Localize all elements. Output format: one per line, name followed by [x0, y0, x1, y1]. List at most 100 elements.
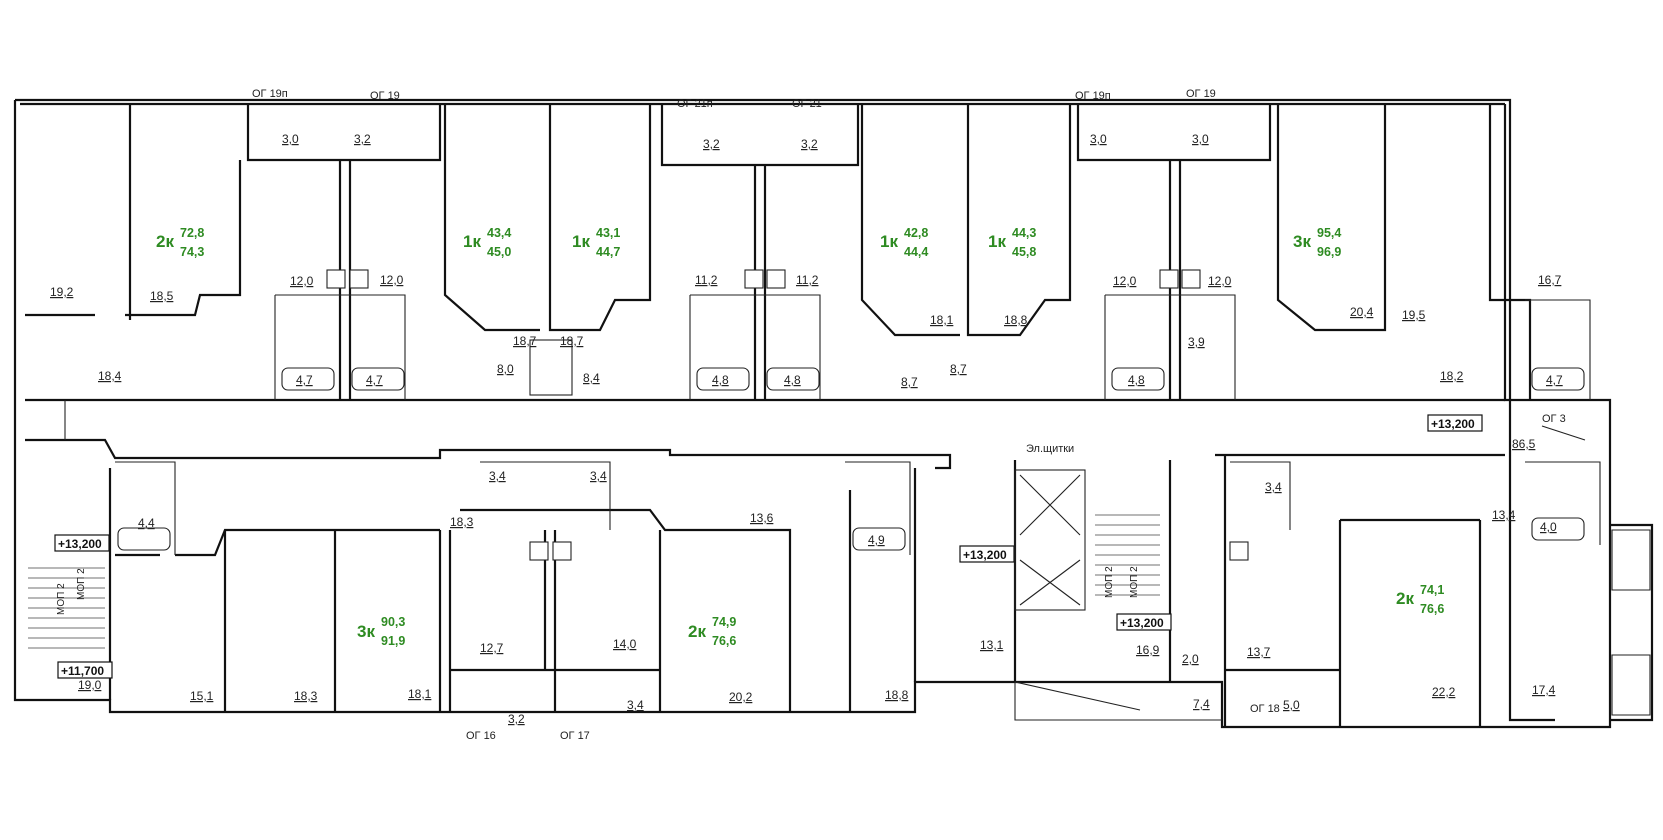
room-area: 3,2 — [801, 137, 818, 151]
room-area: 3,9 — [1188, 335, 1205, 349]
svg-text:42,8: 42,8 — [904, 226, 928, 240]
svg-text:44,7: 44,7 — [596, 245, 620, 259]
room-area: 18,8 — [1004, 313, 1028, 327]
svg-text:2к: 2к — [1396, 589, 1414, 608]
room-area: 3,0 — [1090, 132, 1107, 146]
svg-text:74,3: 74,3 — [180, 245, 204, 259]
svg-text:96,9: 96,9 — [1317, 245, 1341, 259]
room-area: 18,5 — [150, 289, 174, 303]
room-area: 4,9 — [868, 533, 885, 547]
room-area: 18,8 — [885, 688, 909, 702]
balcony-tag: ОГ 21 — [792, 98, 822, 110]
svg-text:43,4: 43,4 — [487, 226, 511, 240]
room-area: 18,2 — [1440, 369, 1464, 383]
room-area: 3,4 — [489, 469, 506, 483]
outer-walls — [13, 98, 1654, 729]
room-area: 4,7 — [296, 373, 313, 387]
room-area: 18,3 — [294, 689, 318, 703]
svg-text:76,6: 76,6 — [1420, 602, 1444, 616]
balcony-tags: ОГ 19п ОГ 19 ОГ 21п ОГ 21 ОГ 19п ОГ 19 О… — [252, 88, 1586, 742]
stair-label: МОП 2 — [1129, 566, 1140, 598]
apartment-label: 1к 44,3 45,8 — [988, 226, 1036, 259]
room-area: 18,1 — [408, 687, 432, 701]
room-area: 3,4 — [627, 698, 644, 712]
room-area: 22,2 — [1432, 685, 1456, 699]
balcony-tag: ОГ 17 — [560, 730, 590, 742]
apartment-label: 3к 95,4 96,9 — [1293, 226, 1341, 259]
svg-text:91,9: 91,9 — [381, 634, 405, 648]
stair-label: МОП 2 — [56, 583, 67, 615]
svg-text:45,8: 45,8 — [1012, 245, 1036, 259]
svg-text:45,0: 45,0 — [487, 245, 511, 259]
room-area: 13,6 — [750, 511, 774, 525]
panel-label: Эл.щитки — [1026, 443, 1074, 455]
room-area-labels: 19,2 18,5 3,0 3,2 12,0 12,0 4,7 4,7 18,4… — [50, 132, 1563, 726]
svg-text:74,9: 74,9 — [712, 615, 736, 629]
room-area: 8,0 — [497, 362, 514, 376]
room-area: 13,7 — [1247, 645, 1271, 659]
room-area: 19,2 — [50, 285, 74, 299]
svg-text:1к: 1к — [572, 232, 590, 251]
balcony-tag: ОГ 21п — [677, 98, 713, 110]
apartment-labels: 2к 72,8 74,3 1к 43,4 45,0 1к 43,1 44,7 1… — [156, 226, 1444, 648]
room-area: 19,0 — [78, 678, 102, 692]
room-area: 11,2 — [796, 273, 819, 287]
room-area: 86,5 — [1512, 437, 1536, 451]
room-area: 12,7 — [480, 641, 504, 655]
svg-text:43,1: 43,1 — [596, 226, 620, 240]
room-area: 16,7 — [1538, 273, 1562, 287]
room-area: 3,0 — [282, 132, 299, 146]
room-area: 18,7 — [513, 334, 537, 348]
room-area: 3,2 — [354, 132, 371, 146]
svg-text:44,4: 44,4 — [904, 245, 928, 259]
room-area: 8,7 — [901, 375, 918, 389]
svg-text:2к: 2к — [688, 622, 706, 641]
room-area: 18,7 — [560, 334, 584, 348]
level-marks: +13,200 +13,200 +13,200 +11,700 +13,200 — [54, 414, 1483, 679]
level-mark: +13,200 — [58, 537, 102, 551]
room-area: 4,7 — [366, 373, 383, 387]
room-area: 12,0 — [1208, 274, 1232, 288]
room-area: 14,0 — [613, 637, 637, 651]
room-area: 20,4 — [1350, 305, 1374, 319]
room-area: 5,0 — [1283, 698, 1300, 712]
fixtures — [117, 269, 1585, 611]
room-area: 13,1 — [980, 638, 1004, 652]
room-area: 18,1 — [930, 313, 954, 327]
stairs — [28, 514, 1222, 721]
room-area: 19,5 — [1402, 308, 1426, 322]
corridor — [25, 398, 1505, 470]
room-area: 3,2 — [703, 137, 720, 151]
room-area: 17,4 — [1532, 683, 1556, 697]
apartment-label: 2к 74,1 76,6 — [1396, 583, 1444, 616]
balcony-tag: ОГ 19 — [1186, 88, 1216, 100]
svg-text:72,8: 72,8 — [180, 226, 204, 240]
balcony-tag: ОГ 18 — [1250, 703, 1280, 715]
south-partitions — [108, 455, 1601, 727]
svg-text:1к: 1к — [463, 232, 481, 251]
level-mark: +13,200 — [1431, 417, 1475, 431]
apartment-label: 2к 72,8 74,3 — [156, 226, 204, 259]
svg-text:95,4: 95,4 — [1317, 226, 1341, 240]
balcony-tag: ОГ 19п — [1075, 90, 1111, 102]
room-area: 12,0 — [380, 273, 404, 287]
svg-text:1к: 1к — [988, 232, 1006, 251]
balcony-tag: ОГ 3 — [1542, 413, 1566, 425]
room-area: 11,2 — [695, 273, 718, 287]
svg-text:1к: 1к — [880, 232, 898, 251]
room-area: 4,4 — [138, 516, 155, 530]
apartment-label: 1к 43,4 45,0 — [463, 226, 511, 259]
apartment-label: 1к 43,1 44,7 — [572, 226, 620, 259]
room-area: 4,0 — [1540, 520, 1557, 534]
balcony-tag: ОГ 19п — [252, 88, 288, 100]
stair-label: МОП 2 — [76, 568, 87, 600]
room-area: 7,4 — [1193, 697, 1210, 711]
room-area: 3,2 — [508, 712, 525, 726]
level-mark: +11,700 — [61, 664, 104, 678]
room-area: 4,8 — [1128, 373, 1145, 387]
svg-text:3к: 3к — [1293, 232, 1311, 251]
room-area: 3,4 — [590, 469, 607, 483]
svg-text:76,6: 76,6 — [712, 634, 736, 648]
balcony-tag: ОГ 19 — [370, 90, 400, 102]
room-area: 4,8 — [712, 373, 729, 387]
